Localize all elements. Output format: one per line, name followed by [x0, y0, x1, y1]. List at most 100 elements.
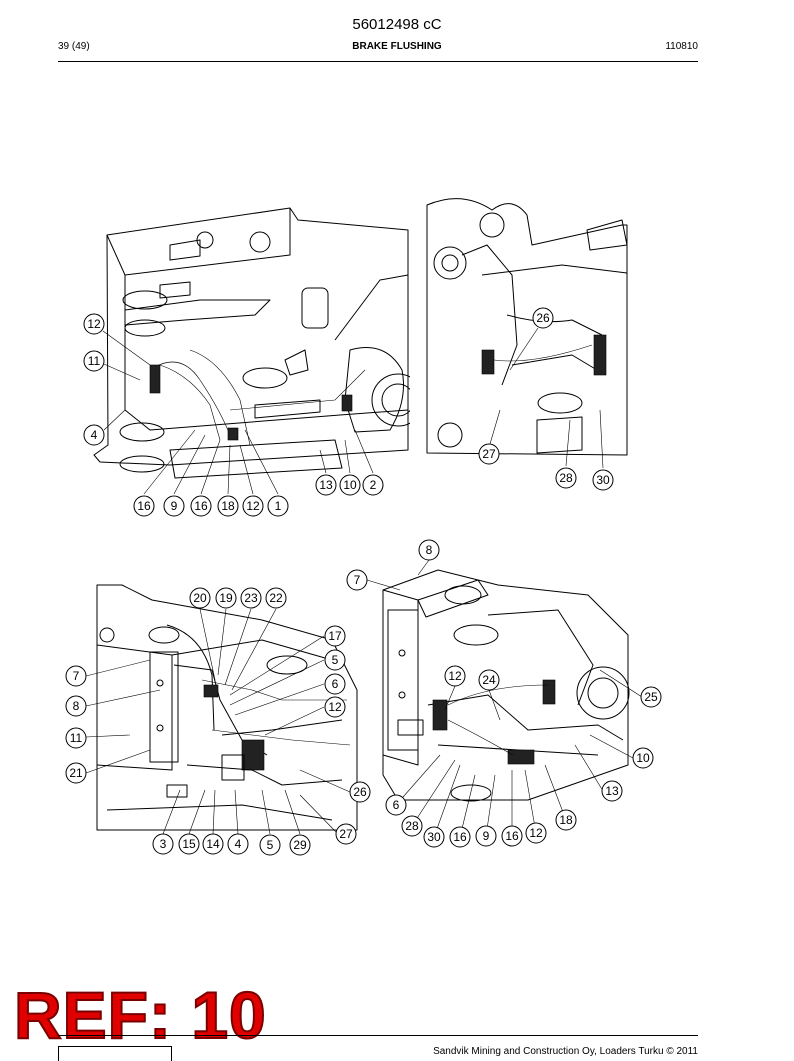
callout-9: 9 [475, 825, 497, 847]
callout-27: 27 [335, 823, 357, 845]
callout-15: 15 [178, 833, 200, 855]
callout-3: 3 [152, 833, 174, 855]
leaders-bottom-right [366, 559, 643, 838]
svg-text:16: 16 [453, 830, 467, 844]
callout-6: 6 [324, 673, 346, 695]
callout-26: 26 [349, 781, 371, 803]
svg-text:4: 4 [91, 428, 98, 442]
svg-text:7: 7 [73, 669, 80, 683]
callout-30: 30 [592, 469, 614, 491]
svg-text:13: 13 [605, 784, 619, 798]
callout-16: 16 [449, 826, 471, 848]
callout-2: 2 [362, 474, 384, 496]
svg-text:20: 20 [193, 591, 207, 605]
callout-14: 14 [202, 833, 224, 855]
callout-16: 16 [133, 495, 155, 517]
svg-text:16: 16 [505, 829, 519, 843]
svg-text:10: 10 [343, 478, 357, 492]
svg-text:13: 13 [319, 478, 333, 492]
leaders-top-right [489, 327, 604, 469]
svg-text:30: 30 [596, 473, 610, 487]
svg-text:9: 9 [483, 829, 490, 843]
callout-11: 11 [65, 727, 87, 749]
callout-26: 26 [532, 307, 554, 329]
svg-text:5: 5 [332, 653, 339, 667]
svg-text:27: 27 [482, 447, 496, 461]
svg-text:11: 11 [70, 731, 83, 745]
section-title: BRAKE FLUSHING [352, 41, 442, 52]
svg-text:17: 17 [328, 629, 342, 643]
svg-text:23: 23 [244, 591, 258, 605]
callout-12: 12 [444, 665, 466, 687]
svg-text:11: 11 [88, 354, 101, 368]
footer-copyright: Sandvik Mining and Construction Oy, Load… [433, 1046, 698, 1057]
callout-1: 1 [267, 495, 289, 517]
callout-28: 28 [401, 815, 423, 837]
callout-12: 12 [525, 822, 547, 844]
svg-text:15: 15 [182, 837, 196, 851]
callout-27: 27 [478, 443, 500, 465]
svg-text:5: 5 [267, 838, 274, 852]
svg-text:21: 21 [69, 766, 83, 780]
svg-text:9: 9 [171, 499, 178, 513]
company-logo [58, 1046, 172, 1061]
svg-text:7: 7 [354, 573, 361, 587]
svg-text:6: 6 [393, 798, 400, 812]
svg-text:25: 25 [644, 690, 658, 704]
svg-text:3: 3 [160, 837, 167, 851]
svg-text:27: 27 [339, 827, 353, 841]
callout-29: 29 [289, 834, 311, 856]
callout-23: 23 [240, 587, 262, 609]
svg-text:12: 12 [529, 826, 543, 840]
callout-13: 13 [315, 474, 337, 496]
callout-19: 19 [215, 587, 237, 609]
callout-6: 6 [385, 794, 407, 816]
header-rule [58, 61, 698, 62]
figure-top-left [93, 207, 410, 479]
document-date: 110810 [665, 41, 698, 52]
svg-text:16: 16 [194, 499, 208, 513]
callout-12: 12 [242, 495, 264, 517]
callout-13: 13 [601, 780, 623, 802]
callout-21: 21 [65, 762, 87, 784]
callout-7: 7 [346, 569, 368, 591]
svg-text:30: 30 [427, 830, 441, 844]
callout-10: 10 [339, 474, 361, 496]
svg-text:8: 8 [426, 543, 433, 557]
callout-25: 25 [640, 686, 662, 708]
svg-text:26: 26 [536, 311, 550, 325]
callout-24: 24 [478, 669, 500, 691]
callout-8: 8 [418, 539, 440, 561]
callout-30: 30 [423, 826, 445, 848]
svg-text:4: 4 [235, 837, 242, 851]
callout-11: 11 [83, 350, 105, 372]
svg-text:8: 8 [73, 699, 80, 713]
callout-18: 18 [555, 809, 577, 831]
machine-drawing [382, 569, 630, 802]
callout-12: 12 [324, 696, 346, 718]
ref-stamp: REF: 10 [13, 978, 267, 1052]
svg-text:16: 16 [137, 499, 151, 513]
leaders-top-left [102, 330, 374, 495]
svg-text:6: 6 [332, 677, 339, 691]
callout-28: 28 [555, 467, 577, 489]
document-number: 56012498 cC [352, 16, 442, 33]
callout-5: 5 [324, 649, 346, 671]
callout-12: 12 [83, 313, 105, 335]
svg-text:28: 28 [405, 819, 419, 833]
svg-text:12: 12 [328, 700, 342, 714]
svg-text:26: 26 [353, 785, 367, 799]
figure-top-right [426, 198, 628, 456]
machine-drawing [93, 207, 410, 479]
svg-text:22: 22 [269, 591, 283, 605]
svg-text:29: 29 [293, 838, 307, 852]
svg-text:10: 10 [636, 751, 650, 765]
callout-17: 17 [324, 625, 346, 647]
callout-18: 18 [217, 495, 239, 517]
svg-text:19: 19 [219, 591, 233, 605]
svg-text:2: 2 [370, 478, 377, 492]
callout-5: 5 [259, 834, 281, 856]
svg-text:28: 28 [559, 471, 573, 485]
leaders-bottom-left [85, 608, 351, 835]
